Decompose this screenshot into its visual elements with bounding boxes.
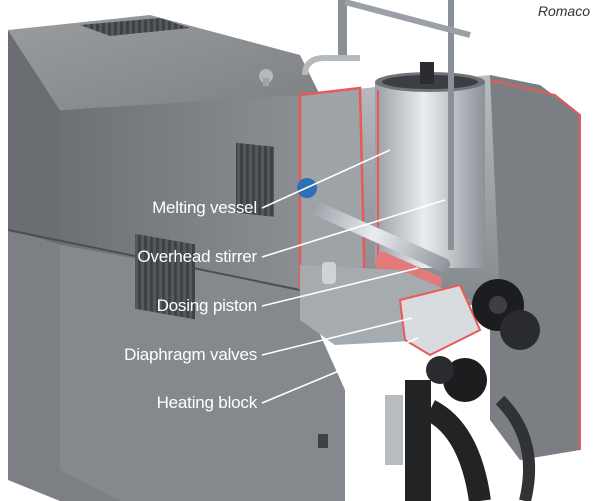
label-heating-block: Heating block: [156, 393, 258, 412]
diaphragm-valves: [426, 279, 540, 402]
leader-lines: [261, 149, 446, 404]
cabinet-top: [8, 15, 320, 110]
lower-vent: [135, 233, 195, 320]
cabinet-lower-front: [60, 245, 345, 501]
label-dosing-piston: Dosing piston: [156, 296, 258, 315]
top-knob: [259, 69, 273, 83]
cabinet-upper-side: [60, 95, 320, 290]
cabinet-upper-front: [8, 30, 60, 245]
cabinet-right: [490, 75, 580, 460]
side-vent: [236, 142, 274, 217]
melting-vessel: [375, 78, 485, 268]
overhead-stirrer: [448, 0, 454, 250]
label-overhead-stirrer: Overhead stirrer: [137, 247, 257, 266]
heating-block: [398, 283, 482, 357]
label-melting-vessel: Melting vessel: [152, 198, 257, 217]
top-vent: [80, 18, 190, 36]
photo-credit: Romaco: [537, 3, 590, 19]
label-diaphragm-valves: Diaphragm valves: [124, 345, 257, 364]
outlet-pipe: [405, 380, 431, 501]
